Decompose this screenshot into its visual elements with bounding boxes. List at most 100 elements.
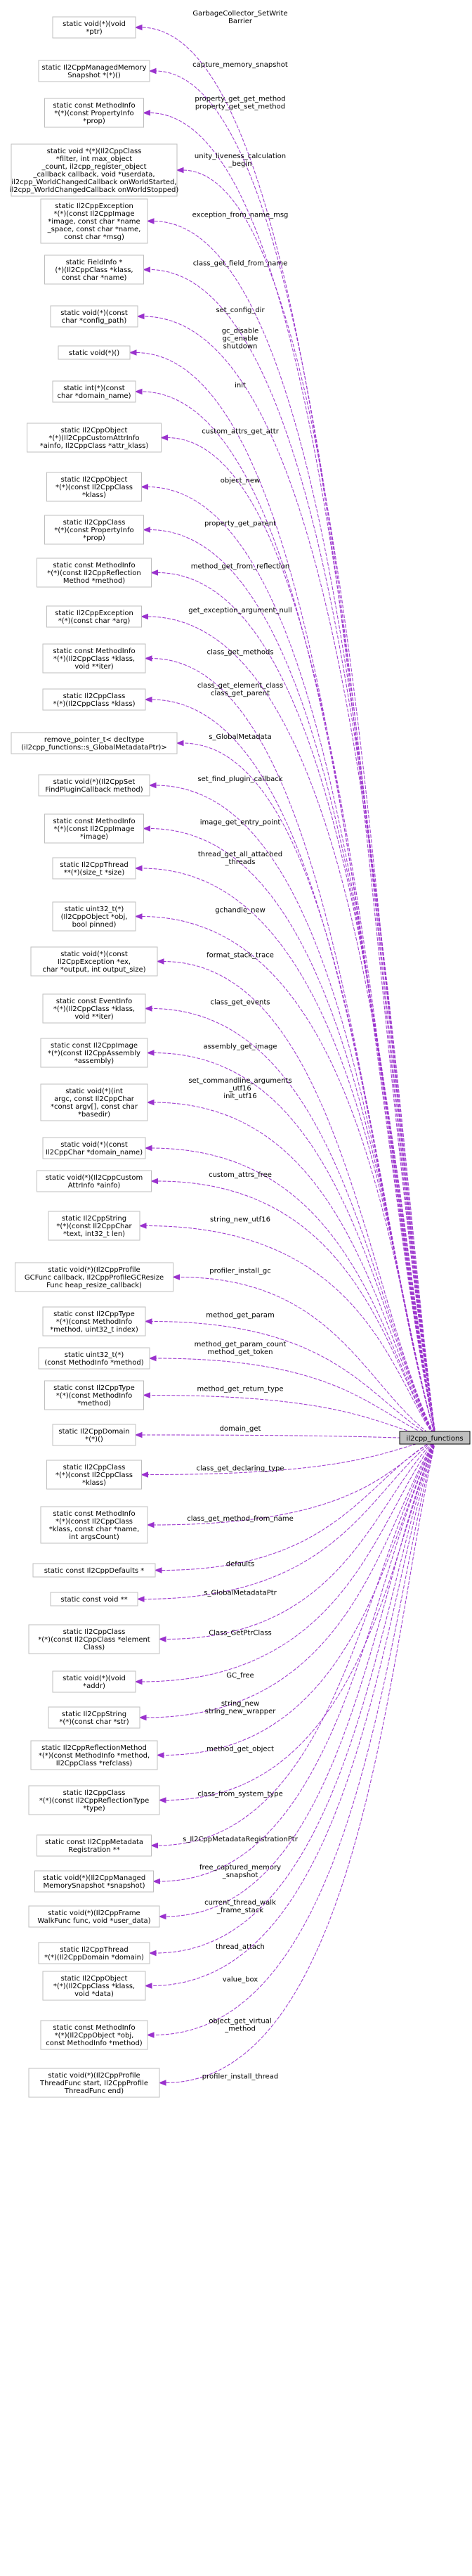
- source-node-label: char *output, int output_size): [42, 966, 145, 974]
- source-node-label: *filter, int max_object: [56, 155, 133, 163]
- source-node[interactable]: static Il2CppReflectionMethod*(*)(const …: [30, 1740, 158, 1770]
- source-node[interactable]: static const MethodInfo*(*)(const Il2Cpp…: [37, 558, 152, 588]
- edge-arrow: [144, 655, 152, 662]
- source-node[interactable]: static Il2CppClass*(*)(const PropertyInf…: [44, 515, 144, 545]
- source-node-label: static void(*)(Il2CppCustom: [46, 1174, 143, 1182]
- source-node-box: [46, 1460, 142, 1490]
- source-node[interactable]: static void(*)(): [58, 345, 131, 360]
- source-node[interactable]: static const MethodInfo*(*)(Il2CppObject…: [40, 2020, 148, 2050]
- source-node[interactable]: static const MethodInfo*(*)(const Proper…: [44, 98, 144, 128]
- source-node-box: [52, 1670, 136, 1693]
- source-node[interactable]: static uint32_t(*)(Il2CppObject *obj,boo…: [52, 901, 136, 932]
- edge-label: class_get_methods: [206, 649, 273, 657]
- source-node-label: *(*)(const Il2CppReflection: [47, 569, 141, 577]
- source-node-box: [52, 857, 136, 880]
- edge-line: [150, 1321, 436, 1439]
- source-node[interactable]: static Il2CppClass*(*)(const Il2CppClass…: [46, 1460, 142, 1490]
- source-node-label: static void(*)(Il2CppSet: [53, 778, 136, 786]
- edge-arrow: [143, 1392, 150, 1398]
- source-node[interactable]: remove_pointer_t< decltype(il2cpp_functi…: [11, 732, 178, 754]
- source-node[interactable]: static const Il2CppType*(*)(const Method…: [42, 1306, 146, 1337]
- edge-label: GarbageCollector_SetWrite: [192, 10, 287, 18]
- target-node-label: il2cpp_functions: [406, 1435, 463, 1443]
- source-node[interactable]: static Il2CppClass*(*)(Il2CppClass *klas…: [42, 688, 146, 711]
- edge-arrow: [176, 740, 184, 747]
- source-node-box: [38, 1942, 150, 1964]
- target-node[interactable]: il2cpp_functions: [399, 1431, 471, 1445]
- source-node[interactable]: static const Il2CppImage*(*)(const Il2Cp…: [40, 1038, 148, 1068]
- source-node[interactable]: static const MethodInfo*(*)(const Il2Cpp…: [44, 813, 144, 844]
- edge-arrow: [156, 1752, 164, 1758]
- source-node-box: [34, 1870, 154, 1893]
- edge-arrow: [146, 2032, 155, 2038]
- source-node[interactable]: static Il2CppThread**(*)(size_t *size): [52, 857, 136, 880]
- source-node[interactable]: static Il2CppObject*(*)(Il2CppCustomAttr…: [27, 423, 162, 453]
- edge-label: object_new: [221, 477, 260, 485]
- source-node-box: [48, 1211, 140, 1241]
- source-node[interactable]: static const EventInfo*(*)(Il2CppClass *…: [42, 993, 146, 1024]
- source-node-label: *(*)(const char *str): [59, 1718, 129, 1726]
- source-node[interactable]: static Il2CppDomain*(*)(): [52, 1424, 136, 1446]
- source-node[interactable]: static Il2CppString*(*)(const Il2CppChar…: [48, 1211, 140, 1241]
- source-node-label: *klass): [82, 1479, 106, 1487]
- source-node-label: *(*)(const Il2CppClass: [55, 1518, 133, 1526]
- source-node[interactable]: static Il2CppException*(*)(const Il2CppI…: [40, 198, 148, 244]
- source-node-box: [28, 1624, 160, 1654]
- source-node[interactable]: static Il2CppException*(*)(const char *a…: [46, 605, 142, 628]
- source-node-label: *(*)(const Il2CppClass *element: [38, 1636, 150, 1644]
- source-node[interactable]: static void(*)(Il2CppCustomAttrInfo *ain…: [37, 1170, 152, 1192]
- source-node[interactable]: static FieldInfo *(*)(Il2CppClass *klass…: [44, 255, 144, 285]
- edge-label: set_config_dir: [216, 307, 265, 314]
- source-node-label: static Il2CppClass: [63, 519, 126, 527]
- edge-label: unity_liveness_calculation: [195, 153, 286, 160]
- source-node-label: static const void **: [60, 1596, 127, 1604]
- source-node-label: static Il2CppThread: [60, 1946, 128, 1954]
- source-node-label: (Il2CppObject *obj,: [61, 913, 128, 921]
- source-node[interactable]: static Il2CppObject*(*)(const Il2CppClas…: [46, 472, 142, 502]
- source-node-label: static const Il2CppMetadata: [45, 1838, 143, 1846]
- source-node[interactable]: static const void **: [50, 1592, 138, 1606]
- source-node[interactable]: static Il2CppClass*(*)(const Il2CppClass…: [28, 1624, 160, 1654]
- source-node[interactable]: static Il2CppThread*(*)(Il2CppDomain *do…: [38, 1942, 150, 1964]
- source-node[interactable]: static void(*)(void*ptr): [52, 16, 136, 39]
- source-node[interactable]: static Il2CppObject*(*)(Il2CppClass *kla…: [42, 1971, 146, 2001]
- source-node[interactable]: static void *(*)(Il2CppClass*filter, int…: [10, 143, 179, 197]
- edge-label: thread_get_all_attached: [198, 851, 282, 858]
- source-node-label: *(*)(): [85, 1436, 103, 1443]
- source-node-label: static void(*)(const: [60, 1141, 128, 1149]
- source-node-label: *addr): [83, 1682, 105, 1690]
- source-node[interactable]: static const MethodInfo*(*)(const Il2Cpp…: [40, 1506, 148, 1544]
- source-node[interactable]: static Il2CppClass*(*)(const Il2CppRefle…: [28, 1785, 160, 1815]
- source-node[interactable]: static uint32_t(*)(const MethodInfo *met…: [38, 1347, 150, 1370]
- source-node-label: static void(*)(const: [60, 309, 128, 317]
- source-node-label: AttrInfo *ainfo): [68, 1182, 121, 1190]
- source-node[interactable]: static const MethodInfo*(*)(Il2CppClass …: [42, 643, 146, 674]
- source-node[interactable]: static void(*)(Il2CppManagedMemorySnapsh…: [34, 1870, 154, 1893]
- source-node-label: WalkFunc func, void *user_data): [37, 1917, 150, 1925]
- source-node[interactable]: static Il2CppString*(*)(const char *str): [48, 1706, 140, 1729]
- source-node-label: *(*)(Il2CppClass *klass): [53, 700, 136, 708]
- source-node-label: GCFunc callback, Il2CppProfileGCResize: [25, 1274, 164, 1282]
- source-node[interactable]: static const Il2CppDefaults *: [32, 1563, 156, 1578]
- edge-arrow: [143, 266, 150, 273]
- edge-line: [145, 1439, 436, 1718]
- edge-arrow: [138, 1714, 147, 1721]
- source-node[interactable]: static void(*)(Il2CppSetFindPluginCallba…: [38, 774, 150, 797]
- source-node[interactable]: static const Il2CppType*(*)(const Method…: [44, 1380, 144, 1410]
- source-node-label: const MethodInfo *method): [46, 2040, 142, 2047]
- source-node[interactable]: static void(*)(void*addr): [52, 1670, 136, 1693]
- source-node[interactable]: static const Il2CppMetadataRegistration …: [37, 1834, 152, 1857]
- edge-arrow: [134, 1678, 143, 1685]
- source-node-label: const char *msg): [64, 233, 124, 241]
- edge-line: [140, 1434, 436, 1439]
- edge-label: class_get_declaring_type: [196, 1465, 284, 1473]
